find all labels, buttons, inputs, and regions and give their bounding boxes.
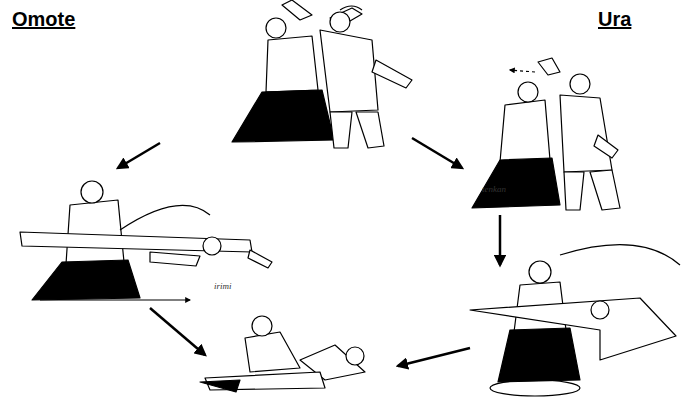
movement-note: tenkan: [482, 184, 506, 194]
ura-entry-figures: [472, 58, 620, 210]
section-heading: Omote: [12, 8, 75, 31]
flow-arrows: [118, 138, 500, 366]
pin-figures: [200, 316, 365, 392]
movement-note: irimi: [214, 281, 232, 291]
omote-throw-figures: [20, 181, 272, 300]
top-figures: [232, 0, 412, 148]
section-heading: Ura: [598, 8, 631, 31]
ura-throw-figures: [470, 245, 680, 396]
